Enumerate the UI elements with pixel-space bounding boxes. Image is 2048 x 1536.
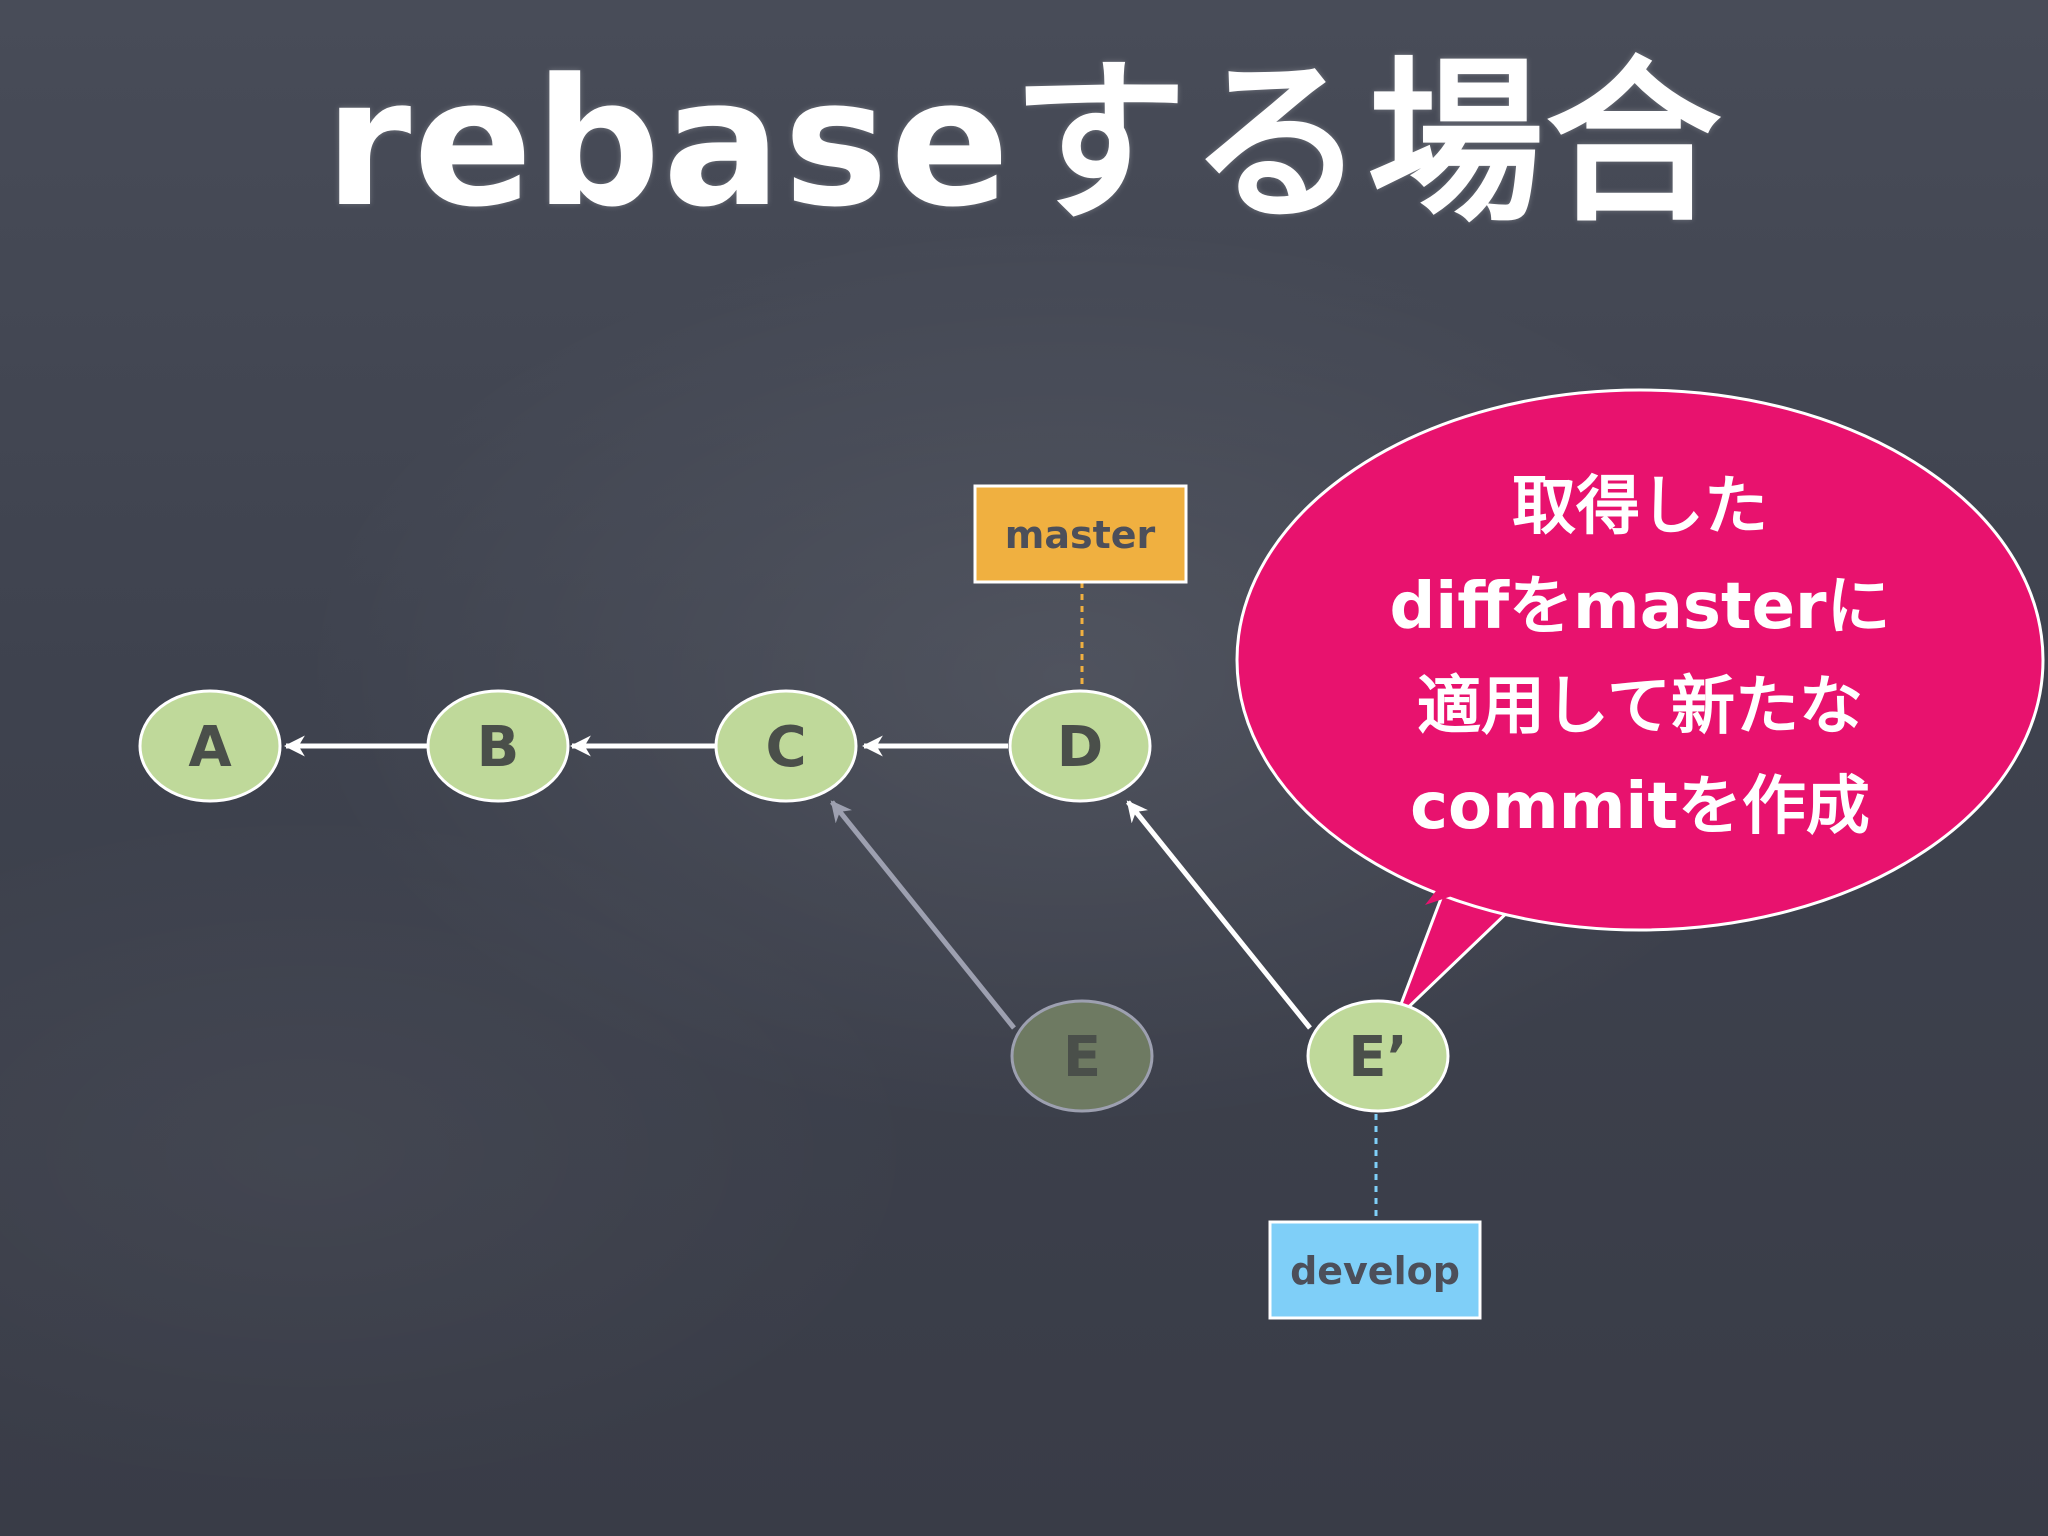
- commit-label-a: A: [188, 715, 232, 780]
- callout-line-1: 取得した: [1512, 470, 1768, 544]
- commit-node-b: B: [426, 689, 570, 803]
- commit-node-a: A: [138, 689, 282, 803]
- commit-node-e-prime: E’: [1306, 999, 1450, 1113]
- commit-node-c: C: [714, 689, 858, 803]
- callout-body: [1235, 388, 2045, 932]
- commit-label-e-prime: E’: [1348, 1025, 1408, 1090]
- branch-tag-develop: develop: [1268, 1220, 1482, 1320]
- branch-label-develop: develop: [1290, 1249, 1460, 1293]
- slide-title: rebaseする場合: [324, 41, 1724, 246]
- commit-label-c: C: [765, 715, 806, 780]
- edge-e-to-c-faded: [830, 800, 1016, 1030]
- commit-label-b: B: [477, 715, 520, 780]
- commit-label-d: D: [1057, 715, 1103, 780]
- branch-label-master: master: [1005, 513, 1156, 557]
- commit-label-e: E: [1063, 1025, 1101, 1090]
- callout-line-2: diffをmasterに: [1389, 570, 1890, 644]
- callout-line-4: commitを作成: [1410, 770, 1870, 844]
- commit-node-e-faded: E: [1010, 999, 1154, 1113]
- commit-node-d: D: [1008, 689, 1152, 803]
- callout-bubble: 取得した diffをmasterに 適用して新たな commitを作成: [1235, 388, 2045, 1022]
- edge-eprime-to-d: [1126, 800, 1312, 1030]
- branch-tag-master: master: [973, 484, 1188, 584]
- callout-line-3: 適用して新たな: [1417, 670, 1863, 744]
